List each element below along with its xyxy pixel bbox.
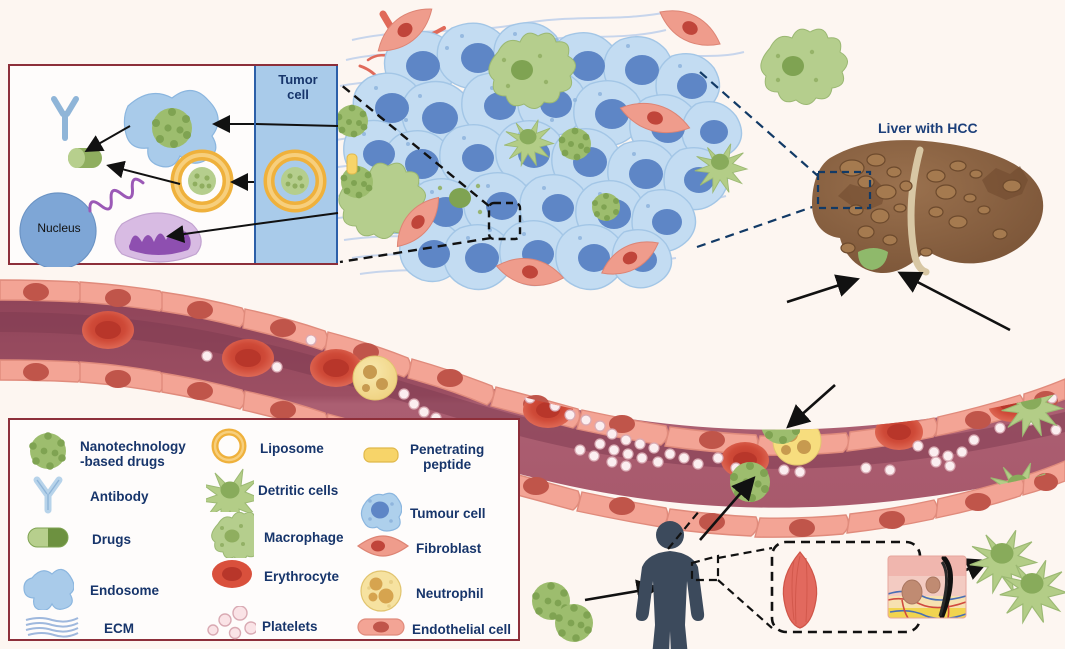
endosome-icon <box>22 566 75 615</box>
liver-illustration <box>812 140 1044 276</box>
drug-capsule-icon <box>68 148 102 168</box>
legend-label: Penetrating peptide <box>410 442 485 472</box>
drug-capsule-icon <box>24 524 72 555</box>
liver-title: Liver with HCC <box>878 120 978 136</box>
nanoparticle <box>152 108 192 148</box>
inset-arrows <box>84 115 257 243</box>
legend-label: Tumour cell <box>410 506 486 521</box>
tumor-cell-membrane: Tumor cell <box>254 66 338 263</box>
fibroblast-icon <box>356 532 410 565</box>
legend-item-endothelial-cell: Endothelial cell <box>356 616 511 643</box>
body-callout-lines <box>667 509 773 629</box>
gallbladder <box>858 248 888 270</box>
legend-label: Detritic cells <box>258 483 339 498</box>
legend-label: Erythrocyte <box>264 569 340 584</box>
platelets-icon <box>206 605 258 647</box>
legend-item-ecm: ECM <box>24 614 134 643</box>
legend-item-fibroblast: Fibroblast <box>356 532 481 565</box>
legend-item-detritic-cells: Detritic cells <box>199 464 339 528</box>
legend-label: ECM <box>104 621 134 636</box>
legend-item-penetrating-peptide: Penetrating peptide <box>362 442 484 472</box>
legend-item-liposome: Liposome <box>208 426 324 471</box>
legend-label: Drugs <box>92 532 132 547</box>
antibody-icon <box>51 96 79 141</box>
legend-item-antibody: Antibody <box>24 474 149 519</box>
legend-label: Endosome <box>90 583 160 598</box>
legend-item-drugs: Drugs <box>24 524 131 555</box>
callout-lines-inset <box>339 83 492 264</box>
liposome-icon <box>263 149 327 213</box>
dendritic-cell-icon <box>199 464 264 528</box>
zoom-region-box <box>487 201 522 241</box>
tumour-cell-mass <box>335 8 848 291</box>
callout-lines-liver <box>696 71 819 249</box>
liposome-icon <box>208 426 250 471</box>
endothelial-cell-icon <box>356 616 406 643</box>
nanoparticle <box>532 582 593 642</box>
macrophage-icon <box>208 511 268 563</box>
tumor-cell-label: Tumor cell <box>278 72 318 102</box>
tumour-cell-icon <box>358 490 403 537</box>
erythrocyte-icon <box>210 558 254 595</box>
mitochondria-icon <box>114 212 202 263</box>
legend-label: Antibody <box>90 489 149 504</box>
legend-panel: Nanotechnology -based drugs Antibody Dru… <box>8 418 520 641</box>
legend-item-platelets: Platelets <box>206 605 318 647</box>
liposome-icon <box>170 149 234 213</box>
ecm-fibers-icon <box>24 614 80 643</box>
legend-label: Platelets <box>262 619 318 634</box>
legend-label: Neutrophil <box>416 586 484 601</box>
inset-artwork <box>19 89 339 267</box>
nucleus-icon <box>19 192 97 267</box>
dna-squiggle-icon <box>88 177 145 213</box>
human-silhouette <box>635 521 705 649</box>
antibody-icon <box>24 474 72 519</box>
tumor-cell-inset-panel: Tumor cell <box>8 64 339 267</box>
inset-entry-arrows <box>255 123 339 225</box>
dendritic-cell <box>504 119 749 195</box>
legend-label: Nanotechnology -based drugs <box>80 438 186 469</box>
nucleus-label: Nucleus <box>37 221 81 235</box>
legend-item-erythrocyte: Erythrocyte <box>210 558 339 595</box>
legend-item-macrophage: Macrophage <box>208 511 344 563</box>
legend-item-tumour-cell: Tumour cell <box>358 490 486 537</box>
legend-item-endosome: Endosome <box>22 566 159 615</box>
nanoparticle-icon <box>24 428 72 479</box>
legend-label: Endothelial cell <box>412 622 512 637</box>
fibroblast <box>377 8 721 287</box>
penetrating-peptide <box>346 153 358 175</box>
legend-label: Fibroblast <box>416 541 482 556</box>
neutrophil-icon <box>358 568 404 619</box>
muscle-icon <box>782 551 818 629</box>
legend-label: Liposome <box>260 441 324 456</box>
penetrating-peptide-icon <box>362 445 402 470</box>
legend-item-nanotechnology-based-drugs: Nanotechnology -based drugs <box>24 428 186 479</box>
liver-zoom-box <box>816 170 872 210</box>
skin-muscle-inset <box>770 540 967 634</box>
dendritic-cell <box>969 529 1065 625</box>
legend-item-neutrophil: Neutrophil <box>358 568 484 619</box>
legend-label: Macrophage <box>264 530 344 545</box>
blood-vessel <box>0 279 1065 538</box>
